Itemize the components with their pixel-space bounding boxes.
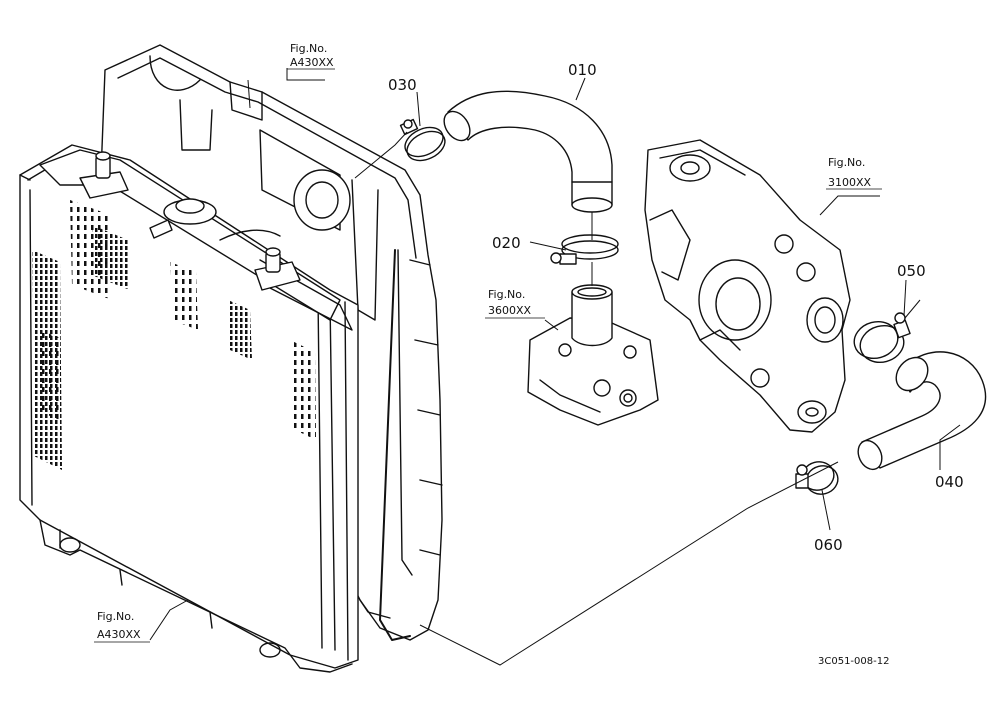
- radiator-cap-center: [149, 198, 217, 239]
- callout-040: 040: [935, 473, 964, 491]
- hose-clamp-060: [795, 461, 839, 495]
- fig-ref-number: 3600XX: [488, 304, 532, 317]
- callout-060: 060: [814, 536, 843, 554]
- fig-ref-number: 3100XX: [828, 176, 872, 189]
- callout-leaders: [149, 68, 961, 641]
- callout-020: 020: [492, 234, 521, 252]
- hose-clamp-020: [550, 234, 619, 265]
- assembly-lines: [354, 131, 921, 666]
- thermostat-housing: [527, 284, 659, 426]
- fig-ref-label: Fig.No.: [488, 288, 525, 301]
- callout-010: 010: [568, 61, 597, 79]
- callout-050: 050: [897, 262, 926, 280]
- fig-ref-water-pump: Fig.No. 3100XX: [826, 156, 882, 190]
- water-pump-body: [644, 139, 851, 433]
- callout-030: 030: [388, 76, 417, 94]
- lower-hose-040: [857, 351, 987, 471]
- fig-ref-radiator-bottom: Fig.No. A430XX: [94, 610, 150, 643]
- fig-ref-label: Fig.No.: [97, 610, 134, 623]
- hose-clamp-030: [399, 118, 446, 162]
- hose-clamp-050: [853, 312, 911, 363]
- fig-ref-thermostat: Fig.No. 3600XX: [485, 288, 545, 319]
- fig-ref-number: A430XX: [97, 628, 141, 641]
- fig-ref-label: Fig.No.: [828, 156, 865, 169]
- drawing-code: 3C051-008-12: [818, 656, 889, 667]
- filler-neck-right: [254, 247, 301, 291]
- radiator-cap-left: [79, 151, 129, 199]
- fig-ref-number: A430XX: [290, 56, 334, 69]
- upper-hose-010: [443, 90, 613, 213]
- fig-ref-radiator-top: Fig.No. A430XX: [287, 42, 335, 70]
- radiator-core: [19, 144, 359, 673]
- fig-ref-label: Fig.No.: [290, 42, 327, 55]
